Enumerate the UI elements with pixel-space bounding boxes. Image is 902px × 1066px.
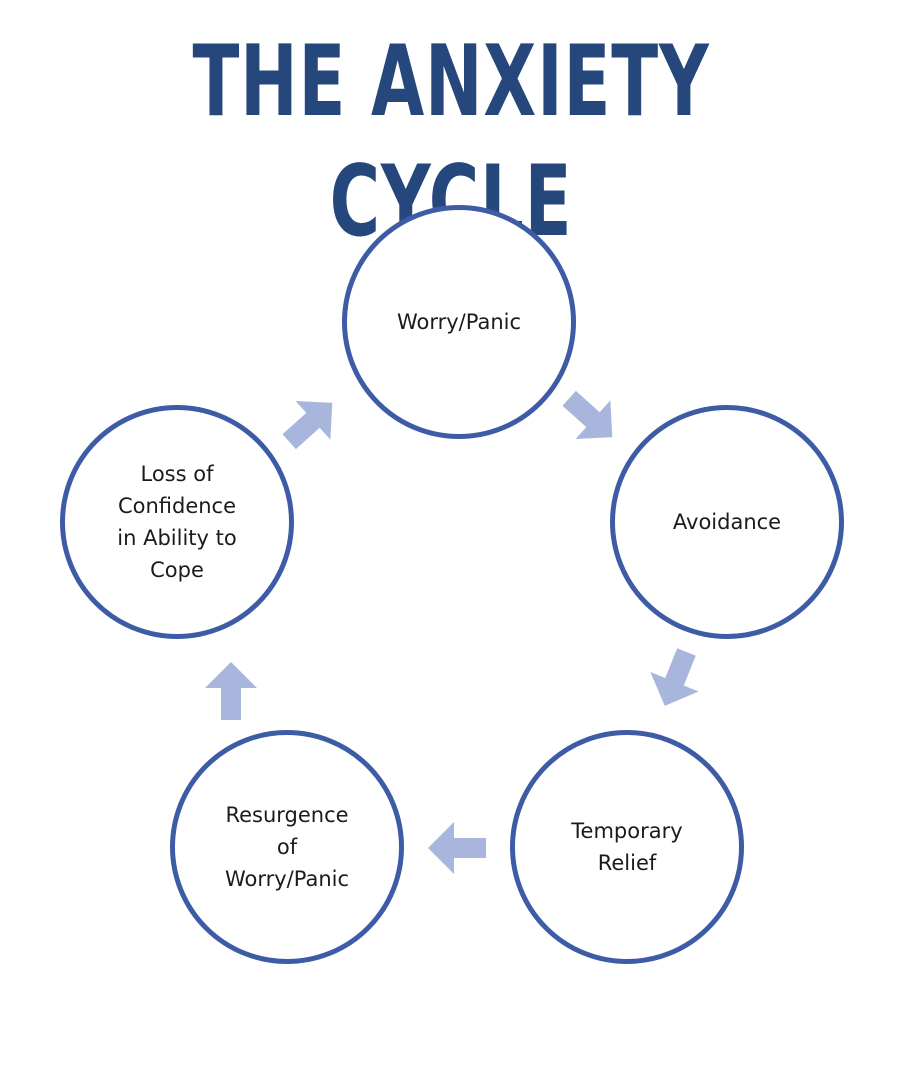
node-label-worry-panic: Worry/Panic <box>396 310 522 334</box>
arrow-resurgence-to-loss <box>205 662 257 720</box>
diagram-title: THE ANXIETY CYCLE <box>192 25 710 259</box>
node-worry-panic: Worry/Panic <box>342 205 576 439</box>
node-label-resurgence: Resurgence of Worry/Panic <box>224 803 350 891</box>
node-resurgence: Resurgence of Worry/Panic <box>170 730 404 964</box>
node-label-temporary-relief: Temporary Relief <box>571 819 683 875</box>
node-loss-of-confidence: Loss of Confidence in Ability to Cope <box>60 405 294 639</box>
node-label-avoidance: Avoidance <box>672 510 782 534</box>
node-label-loss-of-confidence: Loss of Confidence in Ability to Cope <box>117 462 237 582</box>
arrow-relief-to-resurgence <box>428 822 486 874</box>
arrow-avoidance-to-relief <box>650 648 699 706</box>
node-temporary-relief: Temporary Relief <box>510 730 744 964</box>
node-avoidance: Avoidance <box>610 405 844 639</box>
arrow-loss-to-worry <box>282 401 333 450</box>
arrow-worry-to-avoidance <box>562 390 613 439</box>
